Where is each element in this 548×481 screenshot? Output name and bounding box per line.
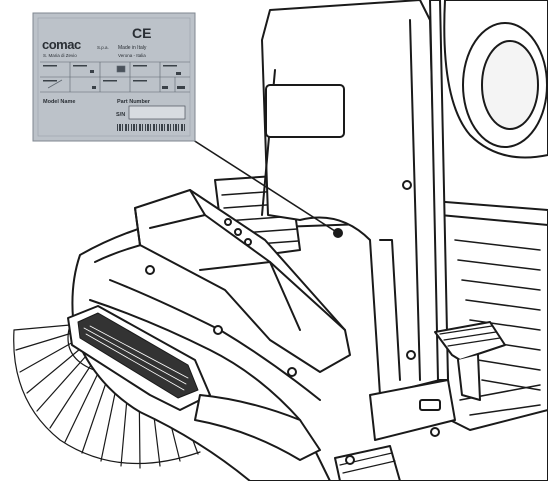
brand-logo: comac [42, 37, 81, 52]
small-slot [419, 399, 441, 411]
pedal [434, 321, 506, 401]
part-number-label: Part Number [117, 99, 151, 105]
sn-label: S/N [116, 112, 125, 118]
address-right: Verona - Italia [118, 53, 146, 58]
sweeper-machine-drawing [13, 0, 548, 481]
spec-grid [40, 61, 190, 93]
control-box [134, 189, 351, 373]
serial-plate: CE comac S.p.a. Made in Italy S. Maria d… [32, 12, 196, 142]
ce-mark: CE [132, 25, 151, 41]
column-slot [265, 84, 345, 138]
brand-suffix: S.p.a. [97, 45, 109, 50]
made-in-label: Made in Italy [118, 45, 147, 51]
rear-grille [439, 214, 548, 431]
spec-grid-marks [43, 65, 185, 89]
address-left: S. Maria di Zevio [43, 53, 77, 58]
leader-line [189, 137, 339, 234]
seat-wheel [443, 0, 548, 159]
barcode [117, 124, 185, 131]
sn-field [128, 105, 186, 120]
leader-dot [333, 228, 343, 238]
front-grille [77, 312, 199, 399]
model-name-label: Model Name [43, 99, 75, 105]
